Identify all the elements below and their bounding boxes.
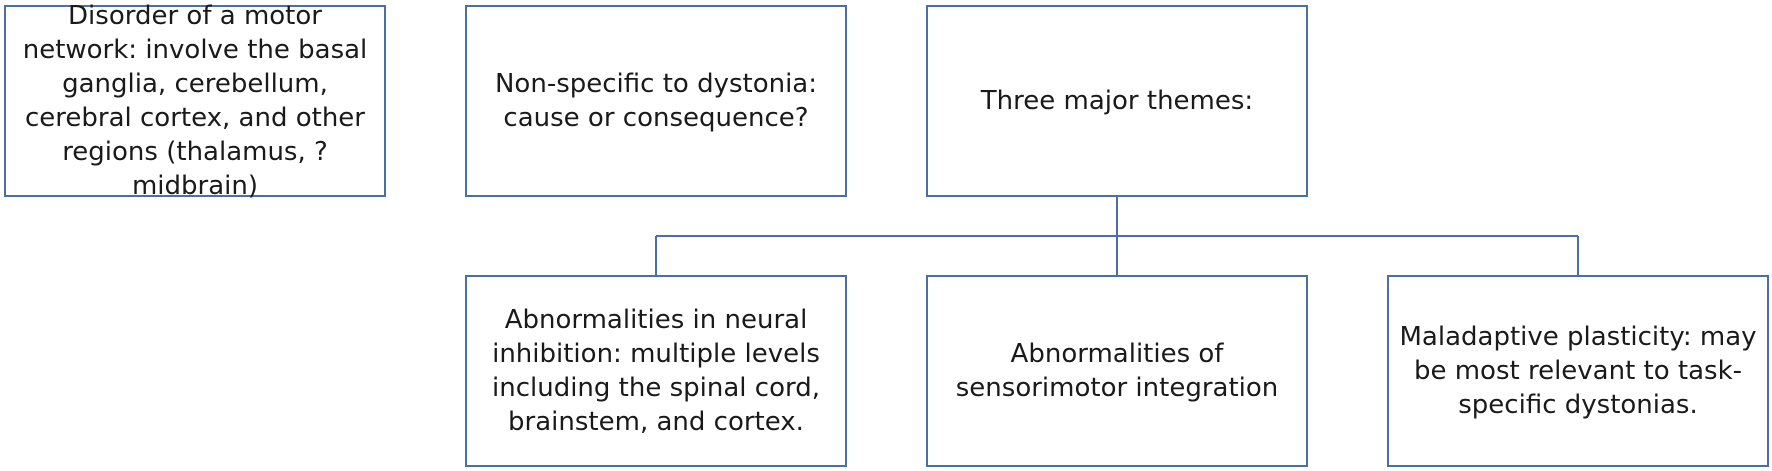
maladaptive-plasticity-text: Maladaptive plasticity: may be most rele… [1399,322,1757,420]
neural-inhibition-text: Abnormalities in neural inhibition: mult… [492,305,820,437]
non-specific-text: Non-specific to dystonia: cause or conse… [494,69,818,133]
maladaptive-plasticity-box: Maladaptive plasticity: may be most rele… [1387,275,1769,467]
motor-network-text: Disorder of a motor network: involve the… [22,1,368,201]
motor-network-box: Disorder of a motor network: involve the… [4,1,386,201]
three-themes-text: Three major themes: [980,86,1254,116]
non-specific-box: Non-specific to dystonia: cause or conse… [465,5,847,197]
three-themes-box: Three major themes: [926,5,1308,197]
sensorimotor-text: Abnormalities of sensorimotor integratio… [955,339,1279,403]
neural-inhibition-box: Abnormalities in neural inhibition: mult… [465,275,847,467]
sensorimotor-box: Abnormalities of sensorimotor integratio… [926,275,1308,467]
